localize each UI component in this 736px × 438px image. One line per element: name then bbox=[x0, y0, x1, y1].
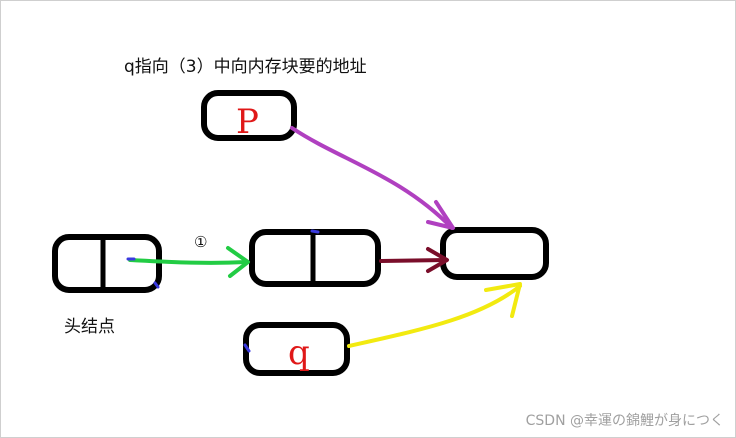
watermark: CSDN @幸運の錦鯉が身につく bbox=[525, 413, 724, 429]
arrow-q-to-block bbox=[347, 282, 522, 348]
pen-marks bbox=[126, 229, 320, 353]
diagram-caption: q指向（3）中向内存块要的地址 bbox=[124, 57, 367, 77]
pointer-p-node: P bbox=[201, 90, 297, 142]
arrow-p-to-block bbox=[290, 126, 455, 230]
step-marker: ① bbox=[194, 233, 208, 251]
head-node bbox=[52, 234, 162, 293]
pointer-q-label: q bbox=[288, 333, 310, 373]
list-node bbox=[249, 229, 381, 287]
memory-block bbox=[440, 227, 549, 280]
pointer-q-node: q bbox=[243, 322, 350, 376]
arrow-head-to-node bbox=[128, 246, 250, 278]
arrow-node-to-block bbox=[379, 247, 449, 273]
head-node-label: 头结点 bbox=[64, 317, 115, 337]
pointer-p-label: P bbox=[236, 102, 259, 142]
